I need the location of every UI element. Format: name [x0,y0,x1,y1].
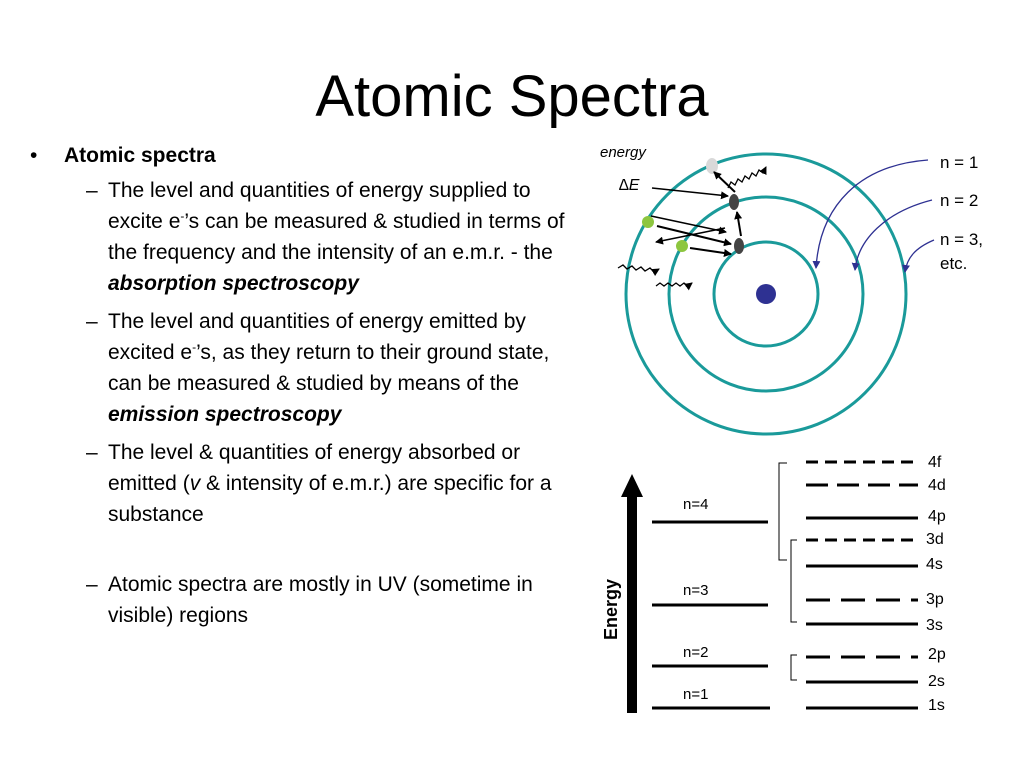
transition-arrow-4 [655,227,726,245]
sub3-emphasis: v [189,472,201,495]
subshell-label-4p: 4p [928,508,946,525]
subshell-label-4f: 4f [928,454,942,471]
dash-marker: – [86,573,98,596]
dash-marker: – [86,310,98,333]
photon-wave-1 [617,264,660,277]
energy-label: energy [600,144,647,161]
sub2-emphasis: emission spectroscopy [108,403,342,426]
sub-bullet-emission: – The level and quantities of energy emi… [30,306,570,430]
bohr-atom-diagram: energy ∆E n = 1 n = 2 n = 3, etc. [600,144,983,436]
bracket-n2 [790,654,797,681]
energy-axis-label: Energy [601,579,621,640]
pointer-arrow-n1 [812,159,929,269]
jump-arrow-lower [734,211,743,237]
shell-label-n3: n=3 [683,582,708,599]
sub4-text: Atomic spectra are mostly in UV (sometim… [108,573,533,627]
sub-bullet-specific: – The level & quantities of energy absor… [30,437,570,530]
bracket-n3 [790,539,797,623]
sub2-text: The level and quantities of energy emitt… [108,310,526,364]
pointer-arrow-n3 [902,239,935,273]
bullet-atomic-spectra: • Atomic spectra [30,140,570,171]
slide-title: Atomic Spectra [315,64,709,129]
orbit-label-n1: n = 1 [940,153,978,172]
sub1-emphasis: absorption spectroscopy [108,272,359,295]
orbit-n3 [624,152,908,436]
orbit-label-n3: n = 3, [940,230,983,249]
sub1-text2: ’s can be measured & studied in terms of… [108,210,565,264]
energy-level-diagram: Energy n=4 n=3 n=2 n=1 4f 4d 4p 3d 4s 3p… [601,454,946,714]
orbit-label-n2: n = 2 [940,191,978,210]
bullet-list: • Atomic spectra – The level and quantit… [30,140,570,638]
subshell-label-3d: 3d [926,531,944,548]
subshell-label-1s: 1s [928,697,945,714]
bracket-n4 [778,462,787,561]
sub-bullet-uv: – Atomic spectra are mostly in UV (somet… [30,569,570,631]
orbit-n2 [667,195,865,393]
energy-axis-arrow-shaft [627,495,637,713]
subshell-label-3s: 3s [926,617,943,634]
nucleus [756,284,776,304]
shell-label-n1: n=1 [683,686,708,703]
shell-label-n4: n=4 [683,496,708,513]
transition-arrow-2 [650,215,727,235]
transition-arrow-3 [689,247,732,257]
bullet-dot: • [30,144,38,167]
subshell-label-4s: 4s [926,556,943,573]
photon-wave-2 [655,282,693,291]
excited-electron-2 [676,240,688,252]
subshell-label-2p: 2p [928,646,946,663]
delta-e-arrow [651,187,729,200]
sub-bullet-absorption: – The level and quantities of energy sup… [30,175,570,299]
orbit-label-etc: etc. [940,254,967,273]
sub1-text: The level and quantities of energy suppl… [108,179,531,233]
subshell-label-4d: 4d [928,477,946,494]
subshell-label-2s: 2s [928,673,945,690]
sub3-text: The level & quantities of energy absorbe… [108,441,521,495]
pointer-arrow-n2 [851,199,933,271]
energy-axis-arrow-head [621,474,643,497]
bullet-main-text: Atomic spectra [64,144,216,167]
photon-wave-emitted [727,166,767,189]
electron-n2 [729,194,739,210]
delta-e-label: ∆E [619,177,640,194]
sub3-text2: & intensity of e.m.r.) are specific for … [108,472,552,526]
dash-marker: – [86,441,98,464]
electron-n1 [734,238,744,254]
sub2-text2: ’s, as they return to their ground state… [108,341,550,395]
electron-ghost [706,158,718,174]
subshell-label-3p: 3p [926,591,944,608]
shell-label-n2: n=2 [683,644,708,661]
dash-marker: – [86,179,98,202]
sub2-sup: - [192,340,197,354]
jump-arrow-upper [713,171,736,193]
sub1-sup: - [180,209,185,223]
excited-electron-1 [642,216,654,228]
orbit-n1 [712,240,820,348]
